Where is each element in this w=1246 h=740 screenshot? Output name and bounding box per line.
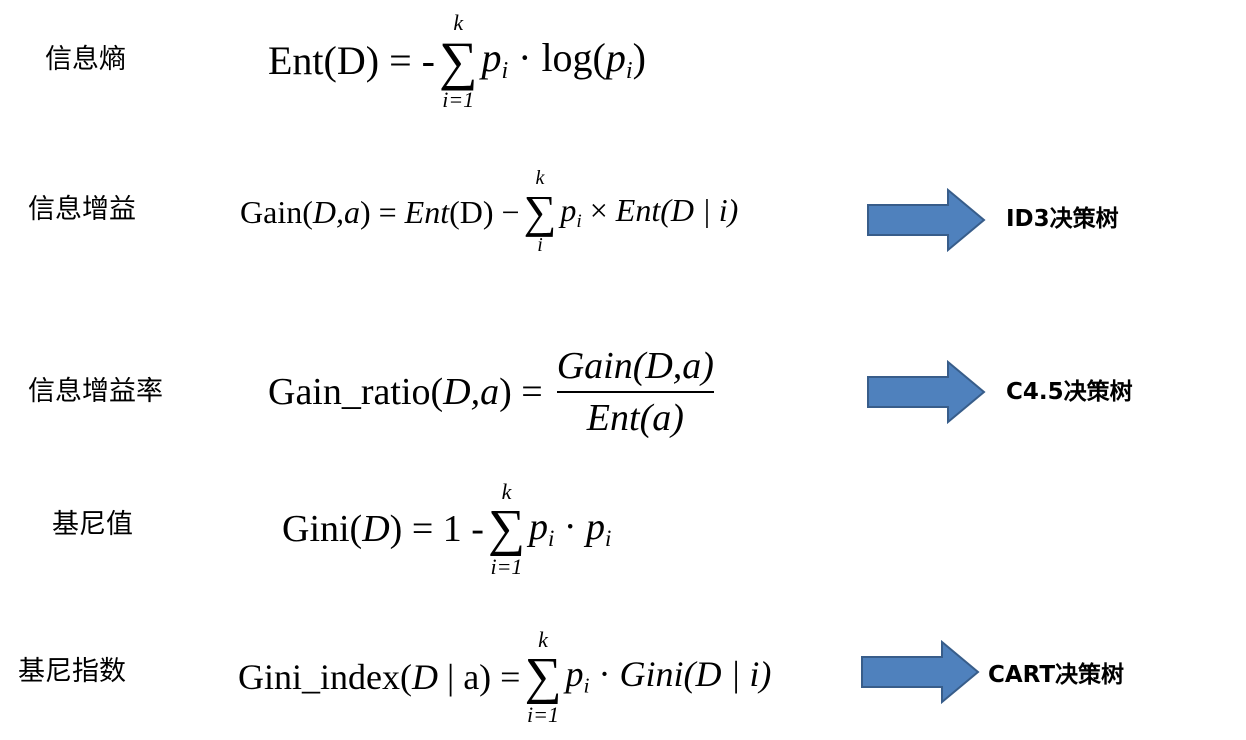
sum-upper-limit: k [501,478,512,504]
label-info-gain: 信息增益 [28,194,136,225]
formula-rhs: pi · Gini(D | i) [565,654,772,698]
sum-lower-limit: i=1 [527,702,559,727]
sigma-symbol: ∑ [524,648,562,705]
sum-lower-limit: i [537,234,543,256]
result-id3: ID3决策树 [1006,206,1119,232]
label-gini-index: 基尼指数 [18,656,126,687]
label-gini-value: 基尼值 [52,509,133,540]
sigma-symbol: ∑ [523,186,557,237]
sigma-symbol: ∑ [438,31,478,91]
fraction-denominator: Ent(a) [586,397,684,439]
formula-lhs: Gini(D) = 1 - [282,508,484,550]
formula-lhs: Gain_ratio(D,a) = [268,371,543,413]
sigma-symbol: ∑ [487,500,525,557]
summation: k ∑ i=1 [524,628,561,726]
formula-gain-ratio: Gain_ratio(D,a) = Gain(D,a) Ent(a) [268,340,714,444]
fraction: Gain(D,a) Ent(a) [556,345,714,439]
fraction-numerator: Gain(D,a) [556,345,714,387]
fraction-line [556,391,714,393]
sum-upper-limit: k [453,9,464,35]
label-gain-ratio: 信息增益率 [28,376,163,407]
formula-info-gain: Gain(D,a) = Ent(D) − k ∑ i pi × Ent(D | … [240,164,738,260]
right-arrow-icon [861,640,980,704]
result-cart: CART决策树 [988,662,1125,688]
sum-lower-limit: i=1 [442,87,475,112]
sum-lower-limit: i=1 [490,554,523,579]
label-entropy: 信息熵 [45,44,126,75]
sum-upper-limit: k [535,167,545,189]
right-arrow-icon [867,360,986,424]
formula-rhs: pi · pi [529,505,612,551]
formula-rhs: pi · log(pi) [481,35,646,85]
formula-gini: Gini(D) = 1 - k ∑ i=1 pi · pi [282,474,611,584]
formula-entropy: Ent(D) = - k ∑ i=1 pi · log(pi) [268,6,646,116]
formula-lhs: Gini_index(D | a) = [238,657,521,697]
summation: k ∑ i [524,168,557,256]
formula-gini-index: Gini_index(D | a) = k ∑ i=1 pi · Gini(D … [238,622,771,732]
summation: k ∑ i=1 [439,11,478,111]
summation: k ∑ i=1 [488,480,525,578]
formula-lhs: Ent(D) = - [268,38,435,83]
result-c45: C4.5决策树 [1006,379,1133,405]
formula-rhs: pi × Ent(D | i) [560,191,739,232]
sum-upper-limit: k [538,626,548,652]
right-arrow-icon [867,188,986,252]
formula-lhs: Gain(D,a) = Ent(D) − [240,194,520,230]
